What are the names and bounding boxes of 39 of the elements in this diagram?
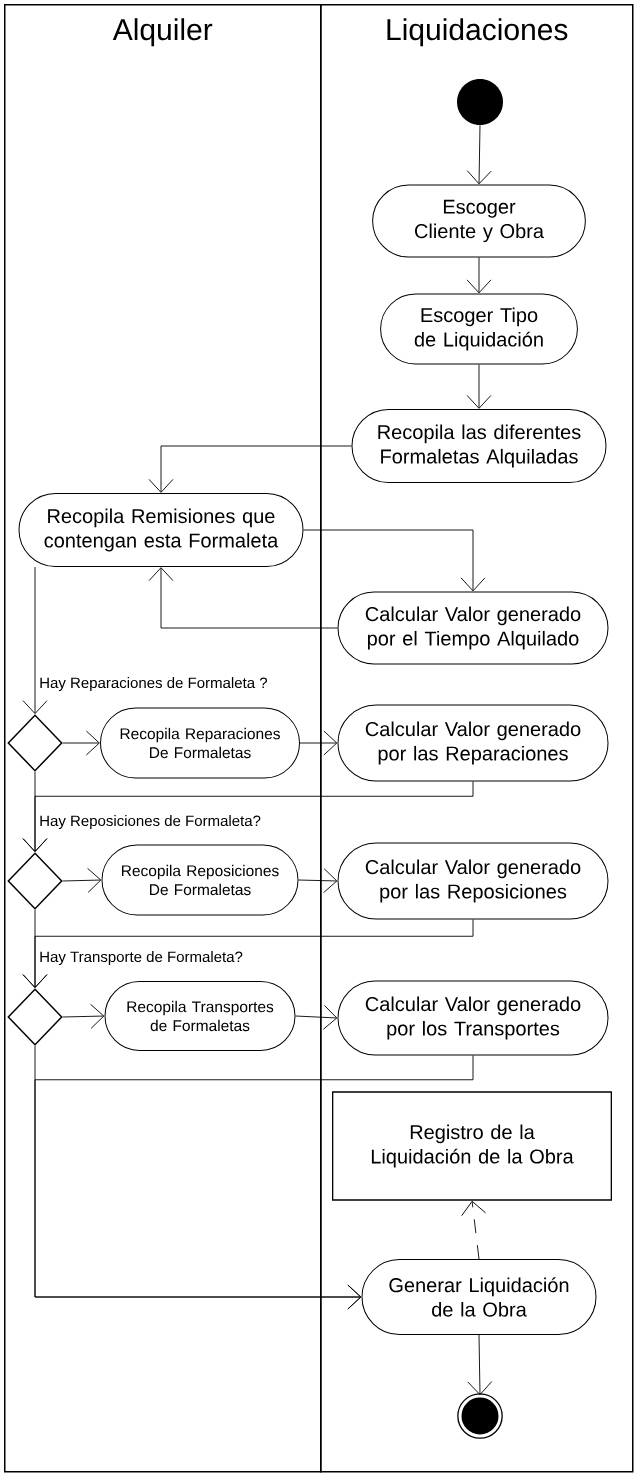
activity-box: Escoger Tipo de Liquidación xyxy=(380,293,578,365)
end-circle xyxy=(457,1393,503,1439)
arrow xyxy=(466,364,492,409)
arrow xyxy=(22,566,48,715)
arrow xyxy=(467,1334,493,1396)
activity-box: Recopila Remisiones que contengan esta Formaleta xyxy=(18,493,304,567)
arrow xyxy=(62,1003,105,1029)
activity-box: Recopila Reposiciones De Formaletas xyxy=(101,844,299,916)
arrow xyxy=(62,730,100,756)
arrow xyxy=(22,781,474,853)
activity-box: Calcular Valor generado por el Tiempo Alquilado xyxy=(337,591,609,665)
activity-box: Recopila Transportes de Formaletas xyxy=(104,981,296,1051)
object-box: Registro de la Liquidación de la Obra xyxy=(332,1091,612,1201)
arrow xyxy=(34,1055,474,1310)
arrow xyxy=(461,1200,486,1260)
start-circle xyxy=(457,79,503,125)
guard-label: Hay Transporte de Formaleta? xyxy=(40,951,243,966)
activity-box: Calcular Valor generado por las Reparaciones xyxy=(337,704,609,782)
arrow xyxy=(466,124,492,185)
decision-diamond xyxy=(7,988,63,1046)
guard-label: Hay Reposiciones de Formaleta? xyxy=(40,815,261,830)
activity-box: Escoger Cliente y Obra xyxy=(372,184,586,258)
arrow xyxy=(148,445,352,493)
activity-box: Recopila Reparaciones De Formaletas xyxy=(100,707,300,779)
arrow xyxy=(466,257,492,294)
activity-box: Generar Liquidación de la Obra xyxy=(361,1259,597,1335)
arrow xyxy=(299,730,338,756)
arrow xyxy=(303,529,486,592)
arrow xyxy=(298,868,338,894)
decision-diamond xyxy=(7,714,63,772)
arrow xyxy=(148,567,338,629)
activity-box: Calcular Valor generado por los Transportes xyxy=(337,980,609,1056)
arrow xyxy=(295,1004,338,1030)
decision-diamond xyxy=(7,852,63,910)
activity-box: Recopila las diferentes Formaletas Alquiladas xyxy=(351,409,607,483)
arrow xyxy=(22,919,474,989)
arrow xyxy=(62,867,102,893)
activity-box: Calcular Valor generado por las Reposiciones xyxy=(337,842,609,920)
guard-label: Hay Reparaciones de Formaleta ? xyxy=(40,677,268,692)
